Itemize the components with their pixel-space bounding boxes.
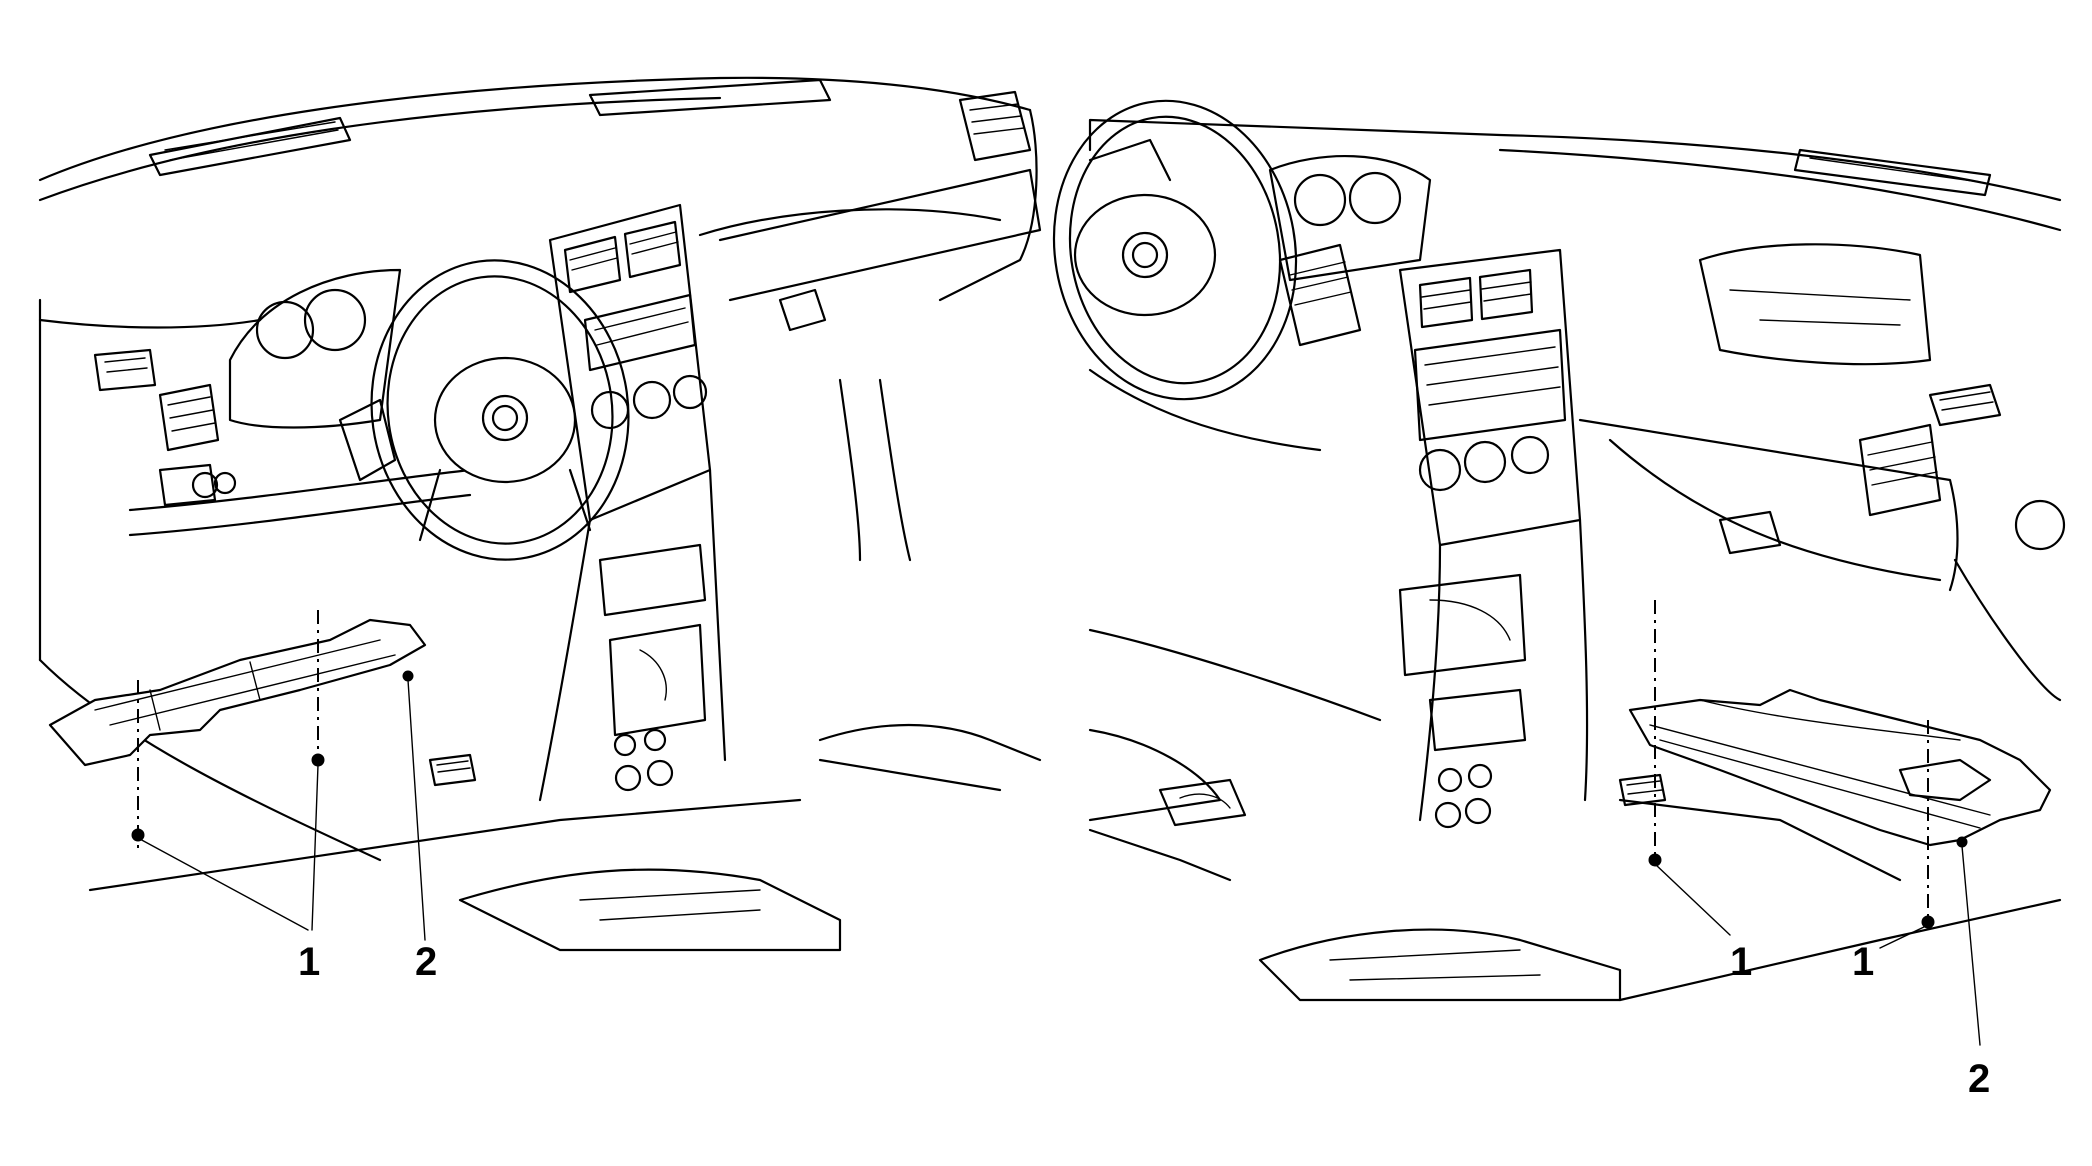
left-view: 1 2 <box>38 76 1042 984</box>
right-side-vent <box>1858 423 1942 517</box>
left-leader-1 <box>137 764 319 931</box>
steering-wheel <box>370 259 630 561</box>
instrument-cluster <box>228 268 402 429</box>
right-fastener-b <box>1921 915 1935 929</box>
right-leader-1a <box>1654 863 1731 936</box>
right-fastener-a <box>1648 853 1662 867</box>
left-callout-1: 1 <box>298 940 320 984</box>
right-callout-1b: 1 <box>1852 940 1874 984</box>
left-vent <box>158 383 220 452</box>
right-knee-bolster-panel <box>1628 688 2052 847</box>
left-leader-2 <box>407 679 426 941</box>
right-leader-2 <box>1961 845 1981 1046</box>
left-callout-2: 2 <box>415 940 437 984</box>
right-callout-1a: 1 <box>1730 940 1752 984</box>
left-fastener-a <box>131 828 145 842</box>
left-dash-top <box>38 76 1032 182</box>
left-knee-bolster-panel <box>48 618 427 767</box>
right-callout-2: 2 <box>1968 1057 1990 1101</box>
right-steering-wheel <box>1052 99 1298 401</box>
left-fastener-b <box>311 753 325 767</box>
right-leader-1b <box>1879 925 1927 949</box>
airbag-panel <box>1698 243 1932 366</box>
right-view: 1 1 2 <box>1052 99 2066 1101</box>
center-stack <box>548 203 712 522</box>
right-center-stack <box>1398 248 1582 547</box>
